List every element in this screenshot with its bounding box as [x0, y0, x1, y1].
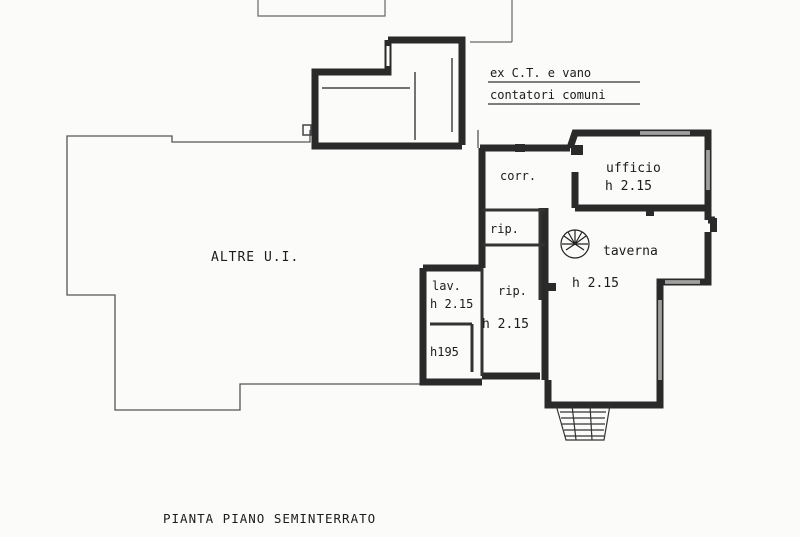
ct-label-line2: contatori comuni: [490, 88, 606, 102]
office-height-label: h 2.15: [605, 179, 652, 194]
laundry-label: lav.: [432, 279, 461, 293]
tavern-label: taverna: [603, 244, 658, 259]
other-units-label: ALTRE U.I.: [211, 250, 299, 265]
other-units-outline: [66, 130, 479, 411]
upper-building-outline: [257, 0, 513, 43]
apartment-walls: [419, 129, 715, 409]
office-label: ufficio: [606, 161, 661, 176]
plan-title: PIANTA PIANO SEMINTERRATO: [163, 511, 376, 526]
storage-lower-label: rip.: [498, 284, 527, 298]
partitions: [430, 208, 545, 376]
laundry-height-label: h 2.15: [430, 297, 473, 311]
storage-upper-label: rip.: [490, 222, 519, 236]
tavern-height-label: h 2.15: [572, 276, 619, 291]
ct-label-line1: ex C.T. e vano: [490, 66, 591, 80]
storage-lower-height-label: h 2.15: [482, 317, 529, 332]
window-lines: [640, 132, 709, 380]
column-marks: [515, 144, 717, 291]
ct-room-details: [302, 58, 453, 140]
laundry-low-height-label: h195: [430, 345, 459, 359]
ct-label-rules: [488, 81, 640, 105]
exterior-stair: [555, 404, 611, 441]
corridor-label: corr.: [500, 169, 536, 183]
spiral-stair-icon: [560, 229, 590, 259]
